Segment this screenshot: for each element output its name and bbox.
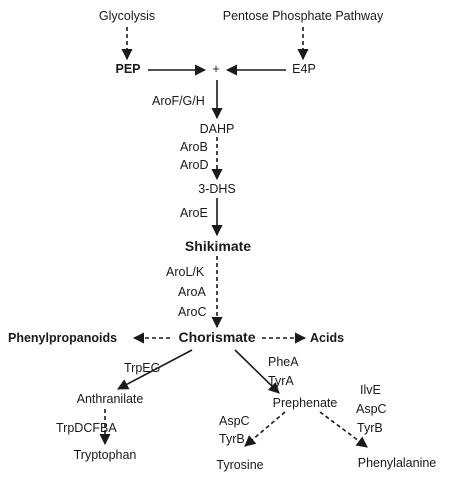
enzyme-aroa: AroA	[178, 285, 206, 299]
node-acids: Acids	[310, 331, 345, 345]
enzyme-aspc-tyrosine: AspC	[219, 414, 250, 428]
node-dahp: DAHP	[199, 122, 235, 136]
enzyme-tyrb-tyrosine: TyrB	[219, 432, 245, 446]
node-glycolysis: Glycolysis	[98, 9, 156, 23]
enzyme-trpdcfba: TrpDCFBA	[56, 421, 117, 435]
arrow-prephenate-tyrosine	[244, 411, 286, 447]
enzyme-arod: AroD	[180, 158, 209, 172]
arrow-chorismate-anthranilate	[117, 349, 193, 390]
node-pentose-phosphate-pathway: Pentose Phosphate Pathway	[222, 9, 384, 23]
enzyme-arolk: AroL/K	[166, 265, 205, 279]
node-shikimate: Shikimate	[184, 238, 252, 254]
node-tyrosine: Tyrosine	[216, 458, 264, 472]
enzyme-arob: AroB	[180, 140, 208, 154]
enzyme-aspc-phenylalanine: AspC	[356, 402, 387, 416]
enzyme-arofgh: AroF/G/H	[152, 94, 205, 108]
node-3-dhs: 3-DHS	[198, 182, 236, 196]
node-phenylpropanoids: Phenylpropanoids	[8, 331, 118, 345]
enzyme-phea: PheA	[268, 355, 299, 369]
node-chorismate: Chorismate	[178, 329, 256, 345]
node-anthranilate: Anthranilate	[76, 392, 144, 406]
enzyme-tyra: TyrA	[268, 374, 294, 388]
node-phenylalanine: Phenylalanine	[357, 456, 437, 470]
arrow-prephenate-phenylalanine	[319, 411, 368, 448]
enzyme-aroe: AroE	[180, 206, 208, 220]
arrow-chorismate-prephenate	[234, 349, 280, 394]
node-prephenate: Prephenate	[272, 396, 338, 410]
node-tryptophan: Tryptophan	[73, 448, 137, 462]
node-e4p: E4P	[292, 62, 316, 76]
enzyme-tyrb-phenylalanine: TyrB	[357, 421, 383, 435]
enzyme-trpeg: TrpEG	[124, 361, 161, 375]
enzyme-ilve: IlvE	[360, 383, 381, 397]
node-pep: PEP	[115, 62, 141, 76]
enzyme-aroc: AroC	[178, 305, 207, 319]
node-plus: +	[212, 62, 220, 76]
